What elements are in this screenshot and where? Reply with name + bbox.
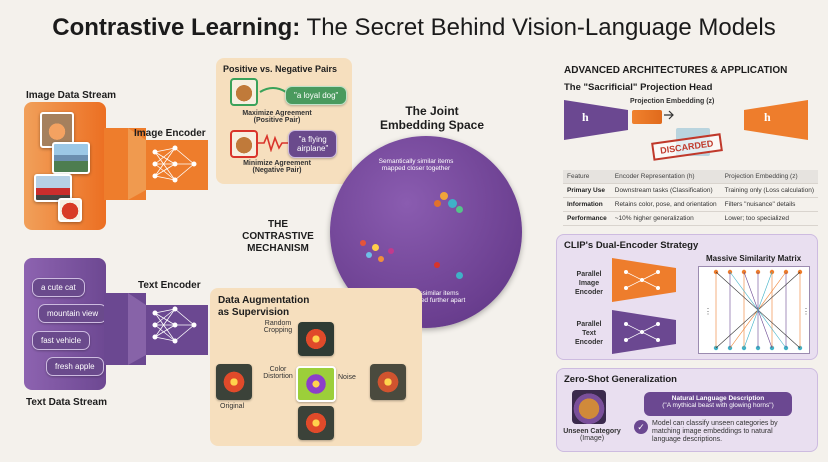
text-encoder-network-icon [152, 306, 197, 344]
image-encoder-label: Image Encoder [134, 128, 206, 139]
positive-link-icon [259, 87, 287, 93]
discarded-stamp: DISCARDED [651, 133, 723, 161]
positive-caption: "a loyal dog" [285, 86, 348, 105]
advanced-section-title: ADVANCED ARCHITECTURES & APPLICATION [564, 65, 788, 76]
h-right-label: h [764, 110, 771, 124]
original-label: Original [220, 403, 245, 410]
similarity-matrix-title: Massive Similarity Matrix [706, 254, 802, 263]
mythical-beast-image [572, 390, 606, 424]
negative-label: Minimize Agreement(Negative Pair) [243, 160, 311, 174]
text-stream-label: Text Data Stream [26, 397, 107, 408]
negative-zigzag-icon [258, 134, 288, 152]
embedding-point [388, 248, 394, 254]
embedding-point [456, 206, 463, 213]
text-item-apple: fresh apple [46, 357, 104, 376]
zeroshot-title: Zero-Shot Generalization [564, 374, 677, 385]
color-distorted-flower-image [296, 366, 336, 402]
embedding-point [448, 199, 457, 208]
embedding-point [456, 272, 463, 279]
projection-head-block [632, 110, 662, 124]
image-stream-label: Image Data Stream [26, 90, 117, 101]
image-encoder-network-icon [152, 145, 197, 183]
embedding-point [440, 192, 448, 200]
mountain-photo [52, 142, 90, 174]
similarity-matrix: ⋮⋮ [698, 266, 810, 354]
projection-title: The "Sacrificial" Projection Head [564, 82, 713, 93]
h-left-label: h [582, 110, 589, 124]
cropped-flower-image [298, 322, 334, 356]
svg-text:⋮: ⋮ [704, 307, 712, 316]
noise-label: Noise [338, 374, 356, 381]
encoder-block-left [564, 100, 628, 140]
natural-language-box: Natural Language Description ("A mythica… [644, 392, 792, 416]
clip-text-network-icon [624, 322, 660, 342]
arrow-right-icon [664, 110, 674, 120]
text-item-vehicle: fast vehicle [32, 331, 91, 350]
car-photo [34, 174, 72, 202]
dog-photo-positive [230, 78, 258, 106]
apple-photo [58, 198, 82, 222]
text-encoder-funnel [104, 293, 208, 365]
clip-title: CLIP's Dual-Encoder Strategy [564, 240, 699, 251]
text-item-cute-cat: a cute cat [32, 278, 85, 297]
svg-text:⋮: ⋮ [802, 307, 810, 316]
encoder-block-right [744, 100, 808, 140]
embedding-point [360, 240, 366, 246]
dog-photo-negative [230, 130, 258, 158]
original-flower-image [216, 364, 252, 400]
embedding-point [434, 262, 440, 268]
clip-image-network-icon [624, 270, 660, 290]
rotated-flower-image [298, 406, 334, 440]
embedding-point [378, 256, 384, 262]
pairs-title: Positive vs. Negative Pairs [223, 64, 338, 74]
page-title: Contrastive Learning: The Secret Behind … [52, 14, 776, 41]
noisy-flower-image [370, 364, 406, 400]
projection-embedding-label: Projection Embedding (z) [630, 98, 715, 105]
embedding-point [372, 244, 379, 251]
text-encoder-label: Text Encoder [138, 280, 201, 291]
embedding-point [366, 252, 372, 258]
text-item-mountain: mountain view [38, 304, 108, 323]
positive-label: Maximize Agreement(Positive Pair) [242, 110, 312, 124]
embedding-point [434, 200, 441, 207]
unseen-category-label: Unseen Category(Image) [563, 428, 621, 442]
checkmark-icon: ✓ [634, 420, 648, 434]
